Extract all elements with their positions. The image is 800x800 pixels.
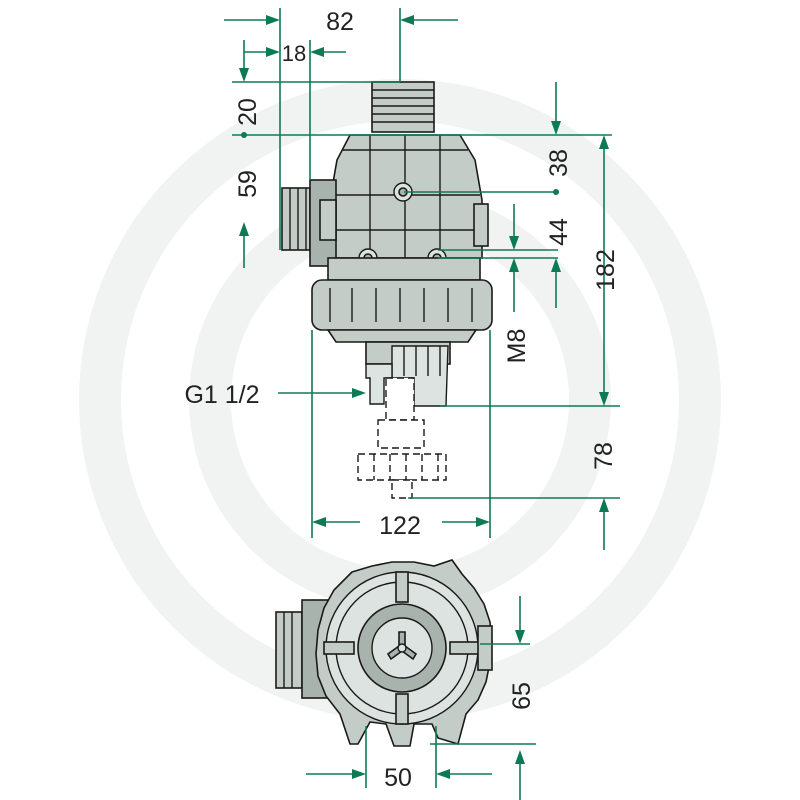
dim-182-label: 182	[592, 249, 620, 291]
dimension-labels: 82 18 20 59 38 44 182 M8 G1 1/2 78 122 6…	[184, 8, 620, 792]
dim-50-label: 50	[384, 764, 412, 792]
dim-65-label: 65	[508, 682, 536, 710]
drain-open-position	[357, 377, 447, 499]
filter-side-view	[281, 81, 493, 499]
side-inlet-connector	[281, 179, 337, 267]
tri-star-knob	[386, 631, 418, 661]
dim-18-label: 18	[282, 41, 306, 66]
dim-59-label: 59	[234, 170, 262, 198]
bowl-nut	[311, 279, 493, 331]
dim-78-label: 78	[590, 442, 618, 470]
thread-g1-label: G1 1/2	[184, 381, 259, 409]
dim-44-label: 44	[545, 218, 573, 246]
dimension-lines	[224, 8, 620, 800]
thread-m8-label: M8	[503, 329, 531, 364]
dim-38-label: 38	[545, 149, 573, 177]
dim-82-label: 82	[326, 8, 354, 36]
dim-20-label: 20	[234, 98, 262, 126]
filter-bottom-view	[275, 559, 493, 747]
dim-122-label: 122	[379, 512, 421, 540]
top-thread-connector	[371, 81, 435, 133]
drain-valve	[365, 345, 449, 407]
